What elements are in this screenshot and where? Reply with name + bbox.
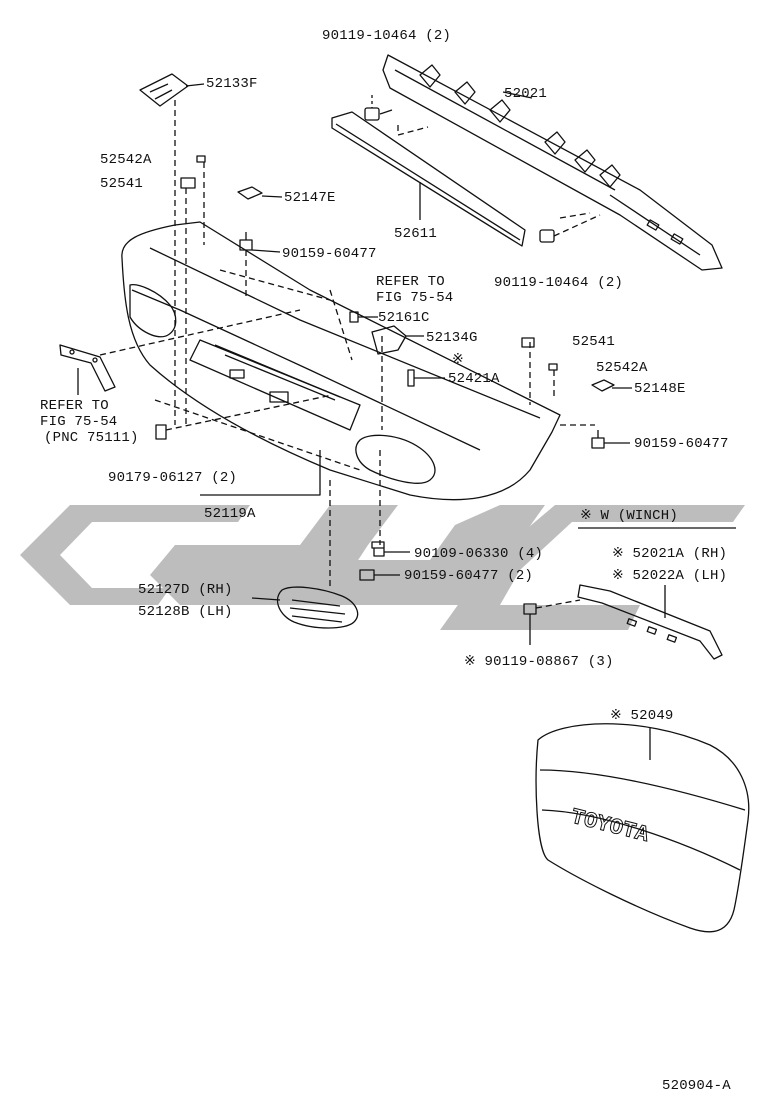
callout-90109-06330: 90109-06330 (4) (414, 546, 544, 562)
callout-52021A: ※ 52021A (RH) (612, 546, 728, 562)
winch-header: ※ W (WINCH) (580, 508, 678, 524)
callout-52134G: 52134G (426, 330, 478, 346)
clip-52541-left-icon (180, 177, 196, 189)
callout-52127D: 52127D (RH) (138, 582, 233, 598)
line-art (59, 54, 750, 933)
dashed-leaders (99, 100, 595, 590)
callout-52128B: 52128B (LH) (138, 604, 233, 620)
callout-90119-08867: ※ 90119-08867 (3) (464, 654, 614, 670)
note-mark-52421A: ※ (452, 352, 464, 368)
clip-52147E-icon (237, 186, 283, 200)
screw-90159-b-icon (591, 430, 630, 449)
callout-90159-60477-a: 90159-60477 (282, 246, 377, 262)
screw-90159-a-icon (239, 232, 281, 253)
clip-52542A-left-icon (196, 155, 206, 163)
part-52421A-icon (407, 369, 445, 387)
clip-52161C-icon (349, 311, 378, 323)
refer-top-line-1: REFER TO (376, 274, 445, 290)
part-52133F-bracket-icon (139, 73, 205, 107)
callout-52542A-left: 52542A (100, 152, 152, 168)
refer-left-line-3: (PNC 75111) (44, 430, 139, 446)
emblem-text: TOYOTA (568, 805, 652, 849)
callout-52148E: 52148E (634, 381, 686, 397)
fog-cover-52127D-icon (251, 586, 359, 629)
clip-52148E-icon (591, 379, 632, 392)
callout-90159-60477-c: 90159-60477 (2) (404, 568, 534, 584)
bolt-90119-mid-icon (539, 214, 601, 243)
refer-top-line-2: FIG 75-54 (376, 290, 454, 306)
refer-left-line-2: FIG 75-54 (40, 414, 118, 430)
callout-52021: 52021 (504, 86, 548, 102)
callout-52022A: ※ 52022A (LH) (612, 568, 728, 584)
clip-52542A-right-icon (548, 363, 558, 371)
fog-opening-right-icon (355, 434, 436, 484)
callout-52611: 52611 (394, 226, 438, 242)
part-52021-reinforcement-icon (382, 54, 723, 271)
callout-52541-left: 52541 (100, 176, 144, 192)
callout-52541-right: 52541 (572, 334, 616, 350)
screw-90159-c-icon (359, 569, 400, 581)
bracket-52134G-icon (371, 325, 424, 355)
refer-to-fig-left: REFER TO FIG 75-54 (PNC 75111) (40, 398, 139, 446)
bolt-90119-winch-icon (523, 599, 581, 645)
refer-to-fig-top: REFER TO FIG 75-54 (376, 274, 453, 306)
clip-52541-right-icon (521, 337, 535, 348)
drawing-number: 520904-A (662, 1078, 731, 1094)
callout-90119-10464-mid: 90119-10464 (2) (494, 275, 624, 291)
winch-bracket-52021A-icon (577, 584, 723, 660)
bolt-90119-top-icon (364, 95, 393, 121)
callout-52049: ※ 52049 (610, 708, 674, 724)
callout-90159-60477-b: 90159-60477 (634, 436, 729, 452)
callout-90179-06127: 90179-06127 (2) (108, 470, 238, 486)
bracket-75111-icon (59, 344, 116, 395)
part-52119A-bumper-cover-icon (121, 221, 561, 501)
part-52611-absorber-icon (331, 111, 526, 247)
callout-52542A-right: 52542A (596, 360, 648, 376)
callout-52421A: 52421A (448, 371, 500, 387)
callout-90119-10464-top: 90119-10464 (2) (322, 28, 452, 44)
nut-90179-icon (155, 424, 167, 440)
winch-cover-52049-icon (535, 723, 750, 933)
callout-52119A: 52119A (204, 506, 256, 522)
callout-52147E: 52147E (284, 190, 336, 206)
bolt-90109-icon (371, 541, 410, 557)
callout-52161C: 52161C (378, 310, 430, 326)
callout-52133F: 52133F (206, 76, 258, 92)
refer-left-line-1: REFER TO (40, 398, 109, 414)
